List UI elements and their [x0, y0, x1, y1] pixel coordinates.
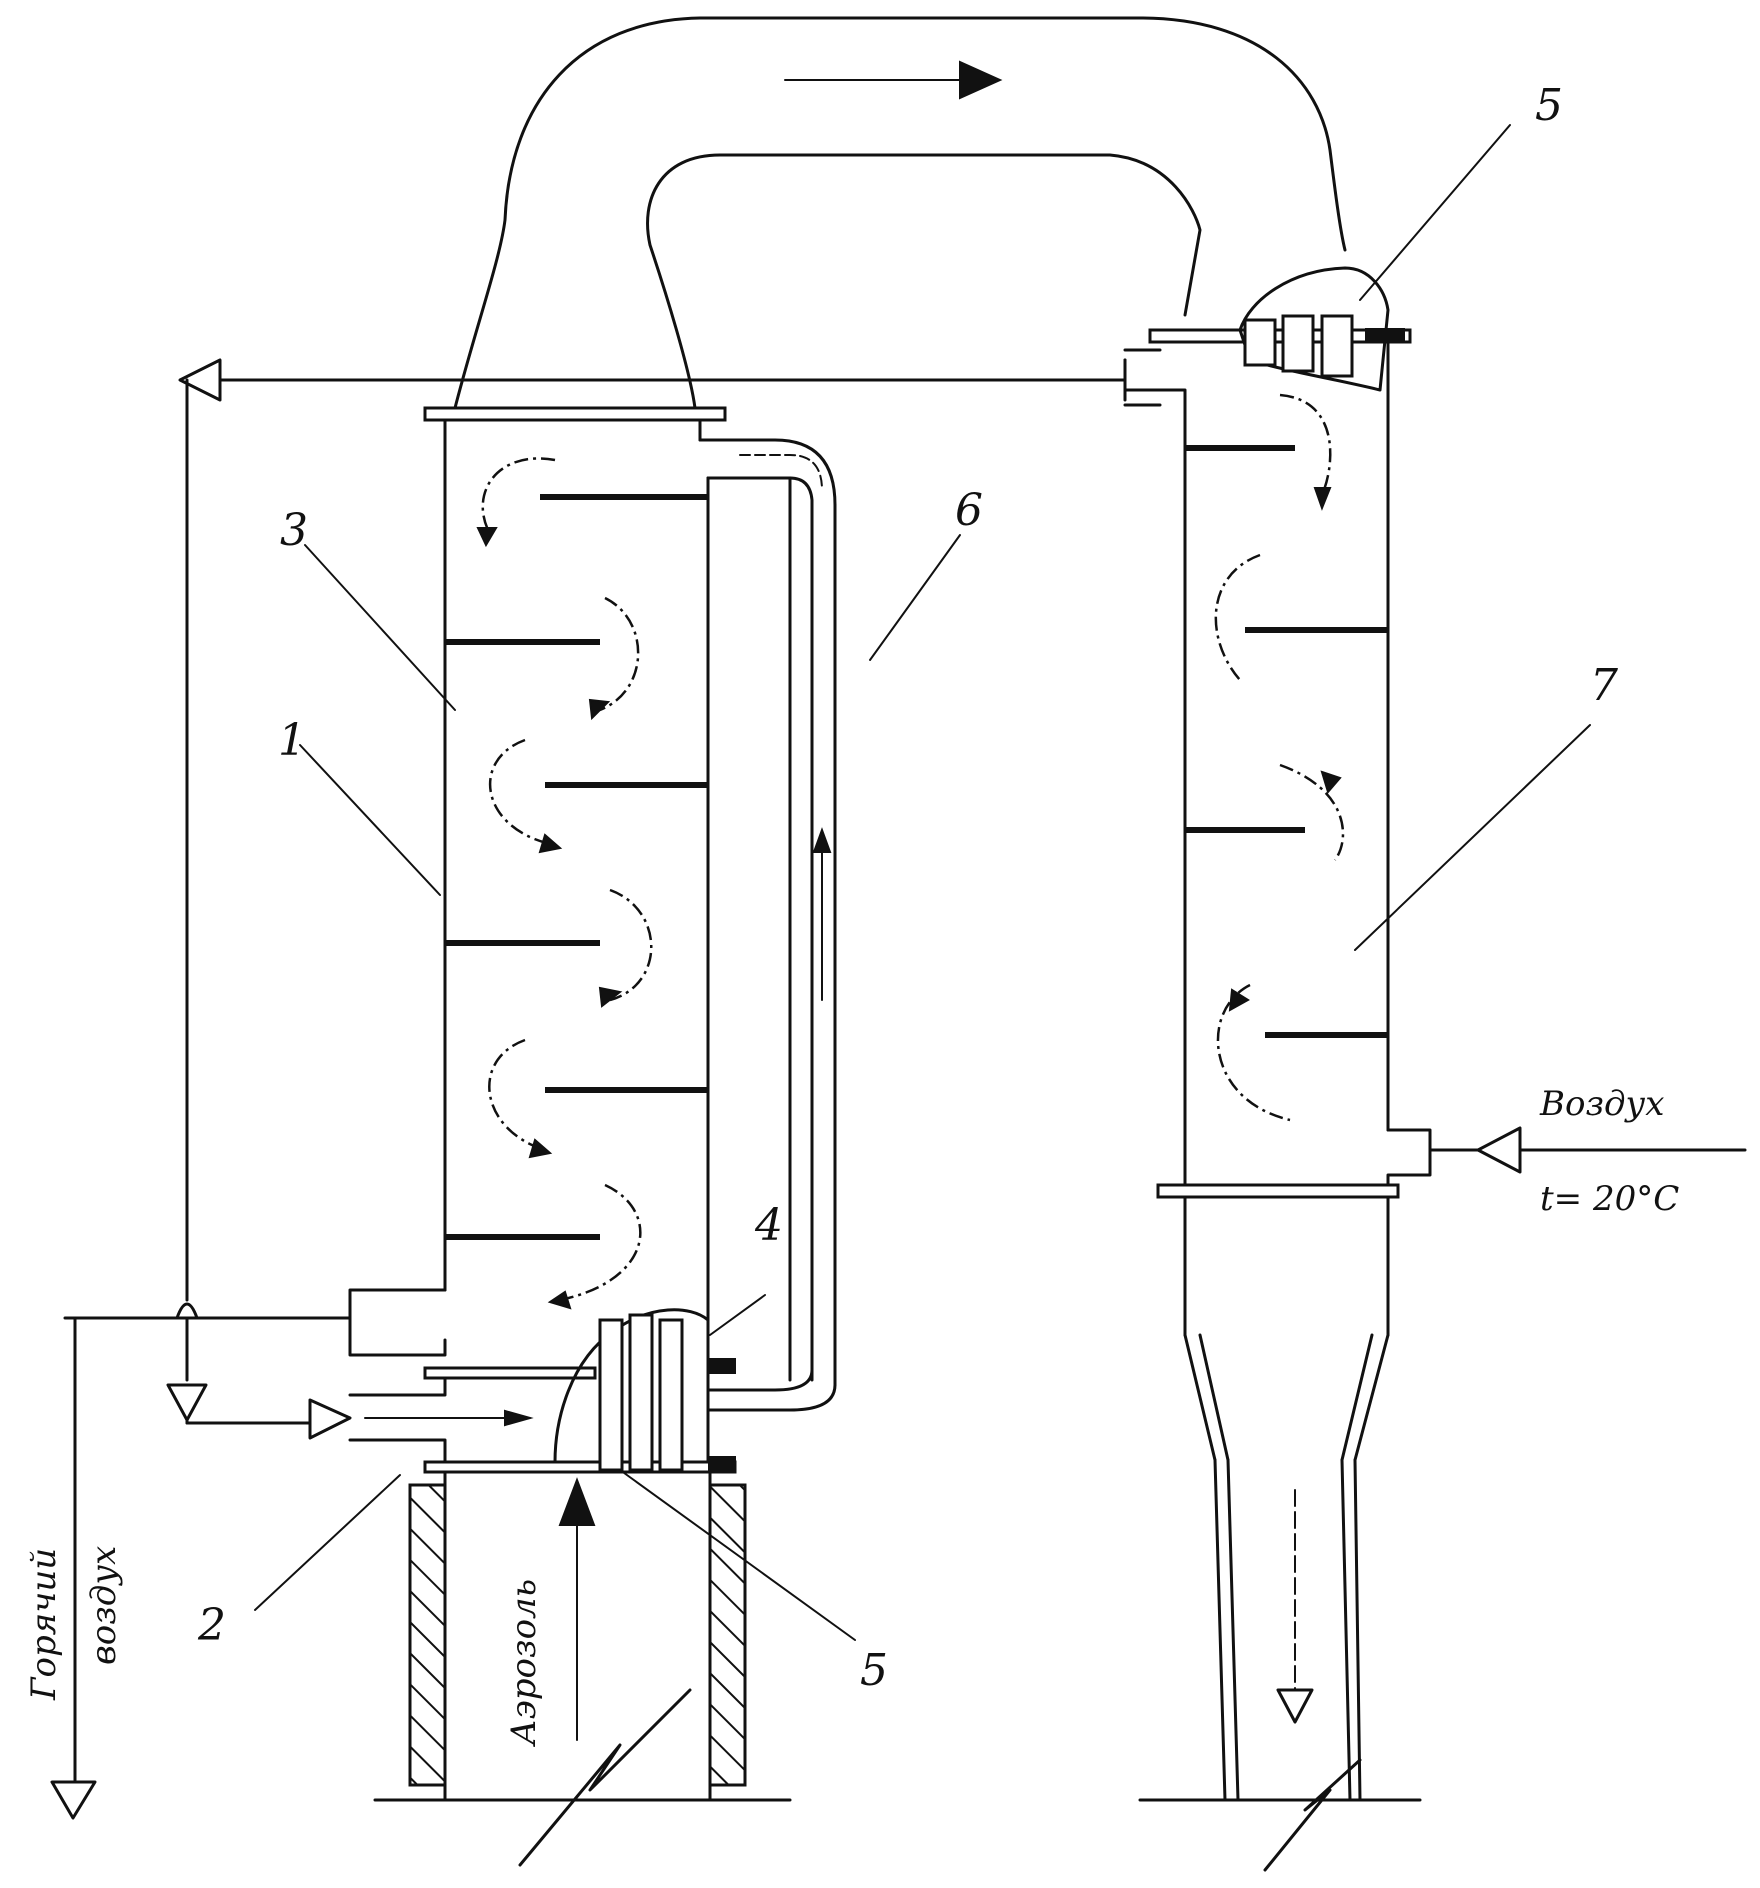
hot-air-label-line1: Горячий [24, 1548, 64, 1701]
callout-5-bottom: 5 [860, 1645, 888, 1696]
right-flow-arrows [1214, 393, 1345, 1122]
air-inlet-label: Воздух [1539, 1084, 1664, 1124]
return-channel [706, 438, 837, 1412]
cold-air-inlet-triangle-icon [1476, 1126, 1522, 1174]
callout-1: 1 [278, 715, 306, 766]
leader-lines [254, 124, 1591, 1641]
hot-air-circuit [50, 358, 1127, 1820]
callout-4: 4 [754, 1200, 783, 1251]
hot-air-down-triangle-icon [166, 1383, 208, 1422]
callout-5-top: 5 [1535, 80, 1563, 131]
right-bottom-flange [1156, 1183, 1400, 1199]
right-column [1123, 266, 1747, 1872]
callout-3: 3 [280, 505, 308, 556]
text-labels: Воздух t= 20°C Горячий воздух Аэрозоль [24, 1084, 1679, 1747]
hot-air-label-line2: воздух [84, 1546, 124, 1665]
left-top-flange [423, 406, 727, 422]
left-mid-flange [423, 1366, 597, 1380]
aerosol-inlet-pipe [373, 1470, 792, 1867]
callout-6: 6 [955, 485, 983, 536]
aerosol-label: Аэрозоль [504, 1579, 544, 1747]
callouts: 1 2 3 4 5 5 6 7 [197, 80, 1618, 1696]
hot-air-outlet-triangle-icon [50, 1780, 97, 1820]
left-flow-arrows [476, 457, 653, 1310]
hot-air-inlet-triangle-icon [308, 1398, 352, 1440]
hot-air-return-triangle-icon [178, 358, 222, 402]
callout-2: 2 [197, 1600, 226, 1651]
air-temp-label: t= 20°C [1540, 1179, 1679, 1219]
rotor-assembly-bottom [553, 1308, 736, 1472]
left-bottom-flange [423, 1460, 737, 1474]
top-duct [453, 16, 1347, 410]
callout-7: 7 [1590, 660, 1618, 711]
